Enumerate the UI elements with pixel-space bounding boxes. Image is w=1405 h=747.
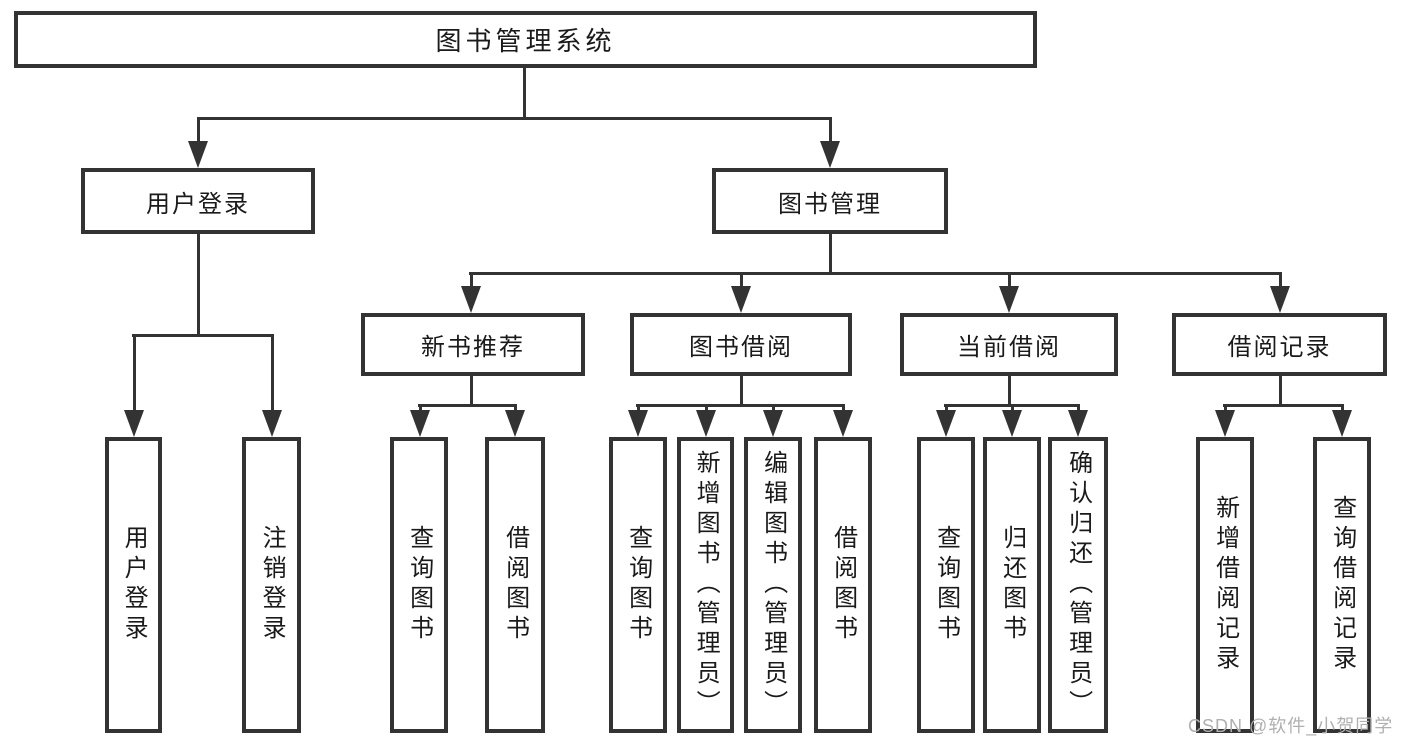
leaf-logout-label: 注销登录 xyxy=(258,525,286,645)
connector-drop-line xyxy=(133,334,136,412)
leaf-borrowing-borrow-books: 借阅图书 xyxy=(814,437,872,733)
leaf-return-books: 归还图书 xyxy=(983,437,1041,733)
leaf-user-login: 用户登录 xyxy=(105,437,162,733)
connector-drop-line xyxy=(842,404,845,412)
leaf-borrowing-query-books-label: 查询图书 xyxy=(624,525,652,645)
leaf-edit-books-admin: 编辑图书（管理员） xyxy=(744,437,802,733)
connector-drop-line xyxy=(470,272,473,288)
leaf-recommend-query-books-label: 查询图书 xyxy=(405,525,433,645)
connector-drop-line xyxy=(1008,272,1011,288)
leaf-add-books-admin: 新增图书（管理员） xyxy=(677,437,734,733)
node-book-borrowing: 图书借阅 xyxy=(630,313,852,376)
connector-drop-line xyxy=(271,334,274,412)
leaf-logout: 注销登录 xyxy=(242,437,301,733)
node-root-label: 图书管理系统 xyxy=(435,26,616,56)
connector-drop-line xyxy=(197,117,200,143)
leaf-borrowing-query-books: 查询图书 xyxy=(609,437,667,733)
arrow-down-icon xyxy=(410,410,430,437)
leaf-user-login-label: 用户登录 xyxy=(120,525,148,645)
arrow-down-icon xyxy=(731,286,751,313)
leaf-return-books-label: 归还图书 xyxy=(998,525,1026,645)
connector-rail-line xyxy=(197,117,832,120)
connector-stem-line xyxy=(829,234,832,275)
connector-drop-line xyxy=(1077,404,1080,412)
connector-rail-line xyxy=(132,334,274,337)
leaf-current-query-books: 查询图书 xyxy=(917,437,975,733)
node-book-management: 图书管理 xyxy=(712,168,948,234)
arrow-down-icon xyxy=(936,410,956,437)
arrow-down-icon xyxy=(1068,410,1088,437)
connector-stem-line xyxy=(1008,376,1011,407)
leaf-edit-books-admin-label: 编辑图书（管理员） xyxy=(759,450,787,720)
leaf-query-borrow-record-label: 查询借阅记录 xyxy=(1328,495,1356,675)
connector-drop-line xyxy=(1224,404,1227,412)
connector-drop-line xyxy=(1279,272,1282,288)
leaf-recommend-borrow-books-label: 借阅图书 xyxy=(501,525,529,645)
connector-stem-line xyxy=(740,376,743,407)
leaf-current-query-books-label: 查询图书 xyxy=(932,525,960,645)
connector-drop-line xyxy=(514,404,517,412)
node-current-borrowing: 当前借阅 xyxy=(900,313,1118,376)
connector-drop-line xyxy=(829,117,832,143)
leaf-recommend-borrow-books: 借阅图书 xyxy=(485,437,545,733)
connector-stem-line xyxy=(197,234,200,337)
connector-stem-line xyxy=(1279,376,1282,407)
leaf-query-borrow-record: 查询借阅记录 xyxy=(1313,437,1371,733)
node-root: 图书管理系统 xyxy=(14,11,1037,68)
connector-drop-line xyxy=(772,404,775,412)
connector-drop-line xyxy=(1341,404,1344,412)
leaf-recommend-query-books: 查询图书 xyxy=(390,437,448,733)
connector-drop-line xyxy=(637,404,640,412)
arrow-down-icon xyxy=(505,410,525,437)
connector-drop-line xyxy=(1011,404,1014,412)
leaf-confirm-return-admin: 确认归还（管理员） xyxy=(1048,437,1108,733)
connector-stem-line xyxy=(523,67,526,119)
connector-rail-line xyxy=(469,272,1282,275)
connector-rail-line xyxy=(418,404,517,407)
arrow-down-icon xyxy=(1215,410,1235,437)
leaf-add-borrow-record: 新增借阅记录 xyxy=(1196,437,1254,733)
arrow-down-icon xyxy=(763,410,783,437)
connector-rail-line xyxy=(1223,404,1344,407)
connector-drop-line xyxy=(740,272,743,288)
node-user-login: 用户登录 xyxy=(81,168,315,234)
arrow-down-icon xyxy=(820,141,840,168)
node-borrowing-records: 借阅记录 xyxy=(1172,313,1387,376)
arrow-down-icon xyxy=(1002,410,1022,437)
leaf-add-borrow-record-label: 新增借阅记录 xyxy=(1211,495,1239,675)
arrow-down-icon xyxy=(628,410,648,437)
connector-drop-line xyxy=(419,404,422,412)
node-new-book-recommend-label: 新书推荐 xyxy=(421,334,525,361)
arrow-down-icon xyxy=(124,410,144,437)
leaf-confirm-return-admin-label: 确认归还（管理员） xyxy=(1064,450,1092,720)
arrow-down-icon xyxy=(696,410,716,437)
node-current-borrowing-label: 当前借阅 xyxy=(957,334,1061,361)
connector-drop-line xyxy=(945,404,948,412)
arrow-down-icon xyxy=(1332,410,1352,437)
arrow-down-icon xyxy=(999,286,1019,313)
arrow-down-icon xyxy=(262,410,282,437)
node-book-management-label: 图书管理 xyxy=(778,190,882,218)
node-borrowing-records-label: 借阅记录 xyxy=(1227,334,1332,361)
connector-stem-line xyxy=(470,376,473,407)
node-user-login-label: 用户登录 xyxy=(146,190,250,218)
leaf-borrowing-borrow-books-label: 借阅图书 xyxy=(829,525,857,645)
connector-rail-line xyxy=(636,404,845,407)
arrow-down-icon xyxy=(833,410,853,437)
node-book-borrowing-label: 图书借阅 xyxy=(689,334,793,361)
watermark: CSDN @软件_小贺同学 xyxy=(1188,716,1394,736)
leaf-add-books-admin-label: 新增图书（管理员） xyxy=(692,450,720,720)
arrow-down-icon xyxy=(461,286,481,313)
connector-drop-line xyxy=(705,404,708,412)
arrow-down-icon xyxy=(188,141,208,168)
node-new-book-recommend: 新书推荐 xyxy=(361,313,585,376)
arrow-down-icon xyxy=(1270,286,1290,313)
